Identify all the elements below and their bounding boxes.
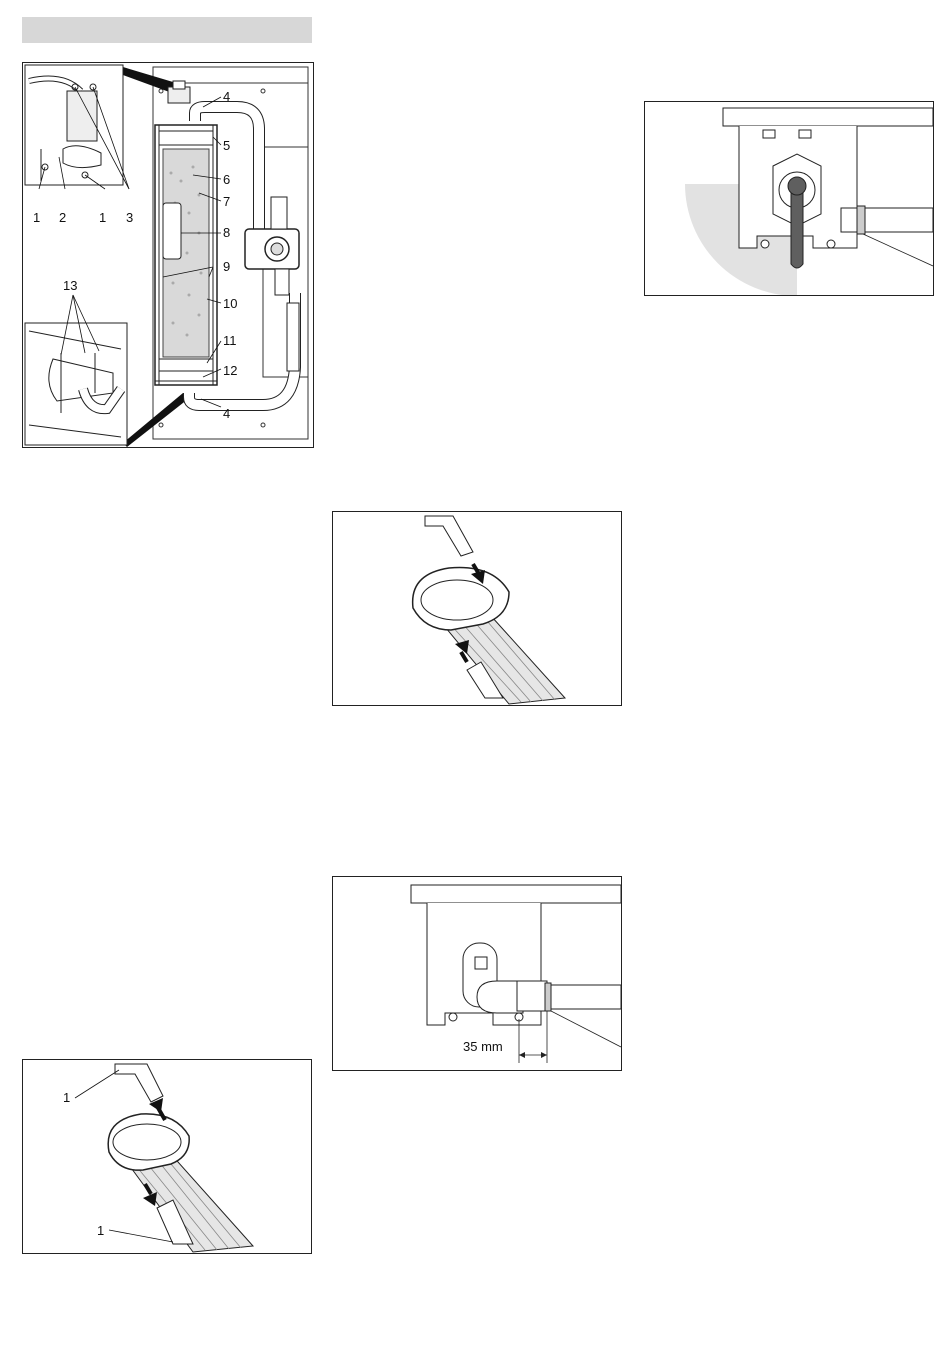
callout-1-bottom: 1 [97, 1224, 104, 1237]
valve-lever-drawing [645, 102, 933, 295]
callout-1-left: 1 [33, 211, 40, 224]
callout-3: 3 [126, 211, 133, 224]
callout-1-top: 1 [63, 1091, 70, 1104]
callout-5: 5 [223, 139, 230, 152]
figure-bracket-insert [332, 511, 622, 706]
callout-2: 2 [59, 211, 66, 224]
callout-10: 10 [223, 297, 237, 310]
callout-6: 6 [223, 173, 230, 186]
bracket-remove-drawing [23, 1060, 311, 1253]
callout-1-right: 1 [99, 211, 106, 224]
figure-bracket-remove: 1 1 [22, 1059, 312, 1254]
figure-filter-housing: 4 5 6 7 8 9 10 11 12 4 13 1 2 1 3 [22, 62, 314, 448]
callout-7: 7 [223, 195, 230, 208]
section-header-band [22, 17, 312, 43]
callout-4-bottom: 4 [223, 407, 230, 420]
callout-9: 9 [223, 260, 230, 273]
callout-11: 11 [223, 334, 237, 347]
callout-13: 13 [63, 279, 77, 292]
callout-12: 12 [223, 364, 237, 377]
filter-housing-drawing [23, 63, 313, 447]
figure-valve-lever [644, 101, 934, 296]
callout-8: 8 [223, 226, 230, 239]
bracket-insert-drawing [333, 512, 621, 705]
dimension-label: 35 mm [463, 1040, 503, 1053]
callout-4-top: 4 [223, 90, 230, 103]
figure-hose-dimension: 35 mm [332, 876, 622, 1071]
